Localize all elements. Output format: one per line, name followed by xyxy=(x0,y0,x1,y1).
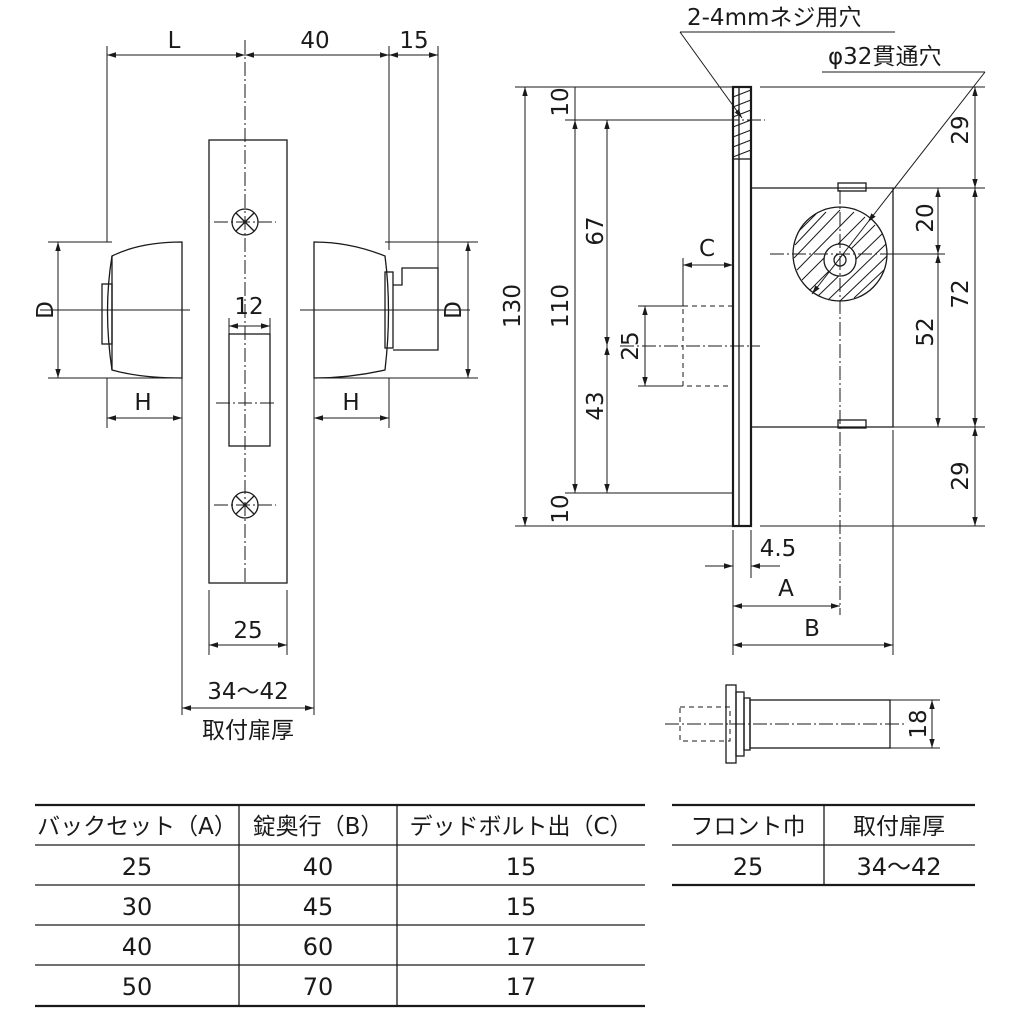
dim-C: C xyxy=(699,236,715,262)
dim-72: 72 xyxy=(948,279,974,308)
table-cell: 15 xyxy=(506,853,537,881)
door-thickness-label: 取付扉厚 xyxy=(202,718,294,744)
screw-hole-callout: 2-4mmネジ用穴 xyxy=(687,5,861,31)
dim-H-right: H xyxy=(342,390,359,416)
dim-12: 12 xyxy=(234,294,263,320)
table-header-door-thickness: 取付扉厚 xyxy=(853,814,945,840)
dim-15-top: 15 xyxy=(399,28,428,54)
table-cell: 15 xyxy=(506,893,537,921)
dim-D-left: D xyxy=(33,301,59,319)
dim-110: 110 xyxy=(548,284,574,328)
screw-icon-bottom xyxy=(214,491,276,519)
table-cell: 17 xyxy=(506,933,537,961)
table-cell: 25 xyxy=(733,853,764,881)
dim-A: A xyxy=(778,576,794,602)
table-cell: 70 xyxy=(303,973,334,1001)
dim-B: B xyxy=(804,616,820,642)
dim-130: 130 xyxy=(500,284,526,328)
dim-25-front: 25 xyxy=(233,618,262,644)
dim-43: 43 xyxy=(583,391,609,420)
dim-10-top: 10 xyxy=(548,87,574,116)
table-cell: 34～42 xyxy=(856,853,941,881)
dim-D-right: D xyxy=(441,301,467,319)
table-cell: 25 xyxy=(122,853,153,881)
screw-hole-section xyxy=(732,86,752,160)
dim-H-left: H xyxy=(134,390,151,416)
front-view: L 40 15 12 xyxy=(33,28,478,744)
dim-10-bottom: 10 xyxy=(548,494,574,523)
table-cell: 40 xyxy=(122,933,153,961)
through-hole-callout: φ32貫通穴 xyxy=(828,44,941,70)
dim-25-side: 25 xyxy=(618,331,644,360)
dim-29-bottom: 29 xyxy=(948,461,974,490)
dim-18: 18 xyxy=(906,709,932,738)
dim-20: 20 xyxy=(913,203,939,232)
screw-icon-top xyxy=(214,208,276,236)
side-view: 130 110 10 10 67 43 25 C 29 20 xyxy=(500,5,986,655)
table-cell: 45 xyxy=(303,893,334,921)
dim-4-5: 4.5 xyxy=(760,536,797,562)
spec-table-front: フロント巾 取付扉厚 25 34～42 xyxy=(672,803,975,887)
dim-67: 67 xyxy=(583,216,609,245)
dim-L: L xyxy=(168,28,181,54)
dim-40-top: 40 xyxy=(300,28,329,54)
table-cell: 40 xyxy=(303,853,334,881)
table-header-deadbolt: デッドボルト出（C） xyxy=(409,814,632,840)
table-cell: 17 xyxy=(506,973,537,1001)
table-header-backset: バックセット（A） xyxy=(37,814,237,840)
dim-52: 52 xyxy=(913,317,939,346)
table-header-depth: 錠奥行（B） xyxy=(253,814,384,840)
spec-table-main: バックセット（A） 錠奥行（B） デッドボルト出（C） 25 40 15 30 … xyxy=(35,803,645,1008)
dim-door-range: 34～42 xyxy=(207,679,289,705)
dim-29-top: 29 xyxy=(948,115,974,144)
table-cell: 50 xyxy=(122,973,153,1001)
table-cell: 60 xyxy=(303,933,334,961)
table-header-front-width: フロント巾 xyxy=(691,814,806,840)
table-cell: 30 xyxy=(122,893,153,921)
top-view: 18 xyxy=(665,684,940,764)
